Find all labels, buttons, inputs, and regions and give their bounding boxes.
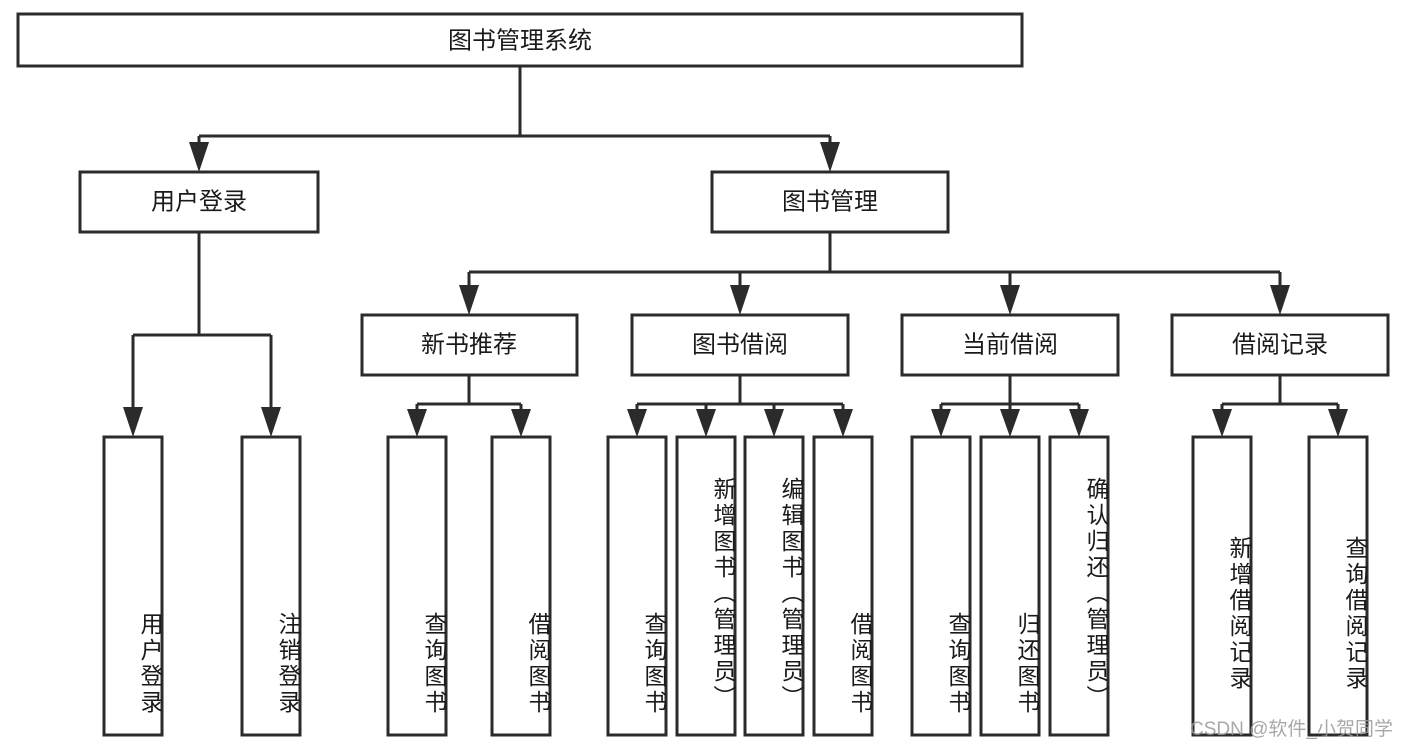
node-root-box[interactable] [16,12,1024,68]
node-leaf-user-login-box[interactable] [102,435,164,737]
arrow-head-bookborrow-leaf-1 [627,409,647,437]
node-current-borrow[interactable]: 当前借阅 [900,313,1120,377]
node-book-manage[interactable]: 图书管理 [710,170,950,234]
node-leaf-query-record-box[interactable] [1307,435,1369,737]
node-current-borrow-box[interactable] [900,313,1120,377]
arrow-head-new-book [459,285,479,315]
node-current-borrow-label: 当前借阅 [962,331,1058,358]
node-root-label: 图书管理系统 [448,27,592,54]
arrow-head-bookborrow-leaf-4 [833,409,853,437]
node-new-book-recommend-label: 新书推荐 [421,331,517,358]
node-borrow-record-box[interactable] [1170,313,1390,377]
arrow-head-user-leaf-1 [123,407,143,437]
node-book-borrow-label: 图书借阅 [692,331,788,358]
node-leaf-logout-box[interactable] [240,435,302,737]
leaf-boxes-new-book-recommend [386,435,552,737]
connector-group-current-borrow [931,375,1089,437]
node-root[interactable]: 图书管理系统 [16,12,1024,68]
node-leaf-borrow-book-2-box[interactable] [812,435,874,737]
leaf-boxes-user-login [102,435,302,737]
connector-group-borrow-record [1212,375,1348,437]
connector-group-root [189,66,840,172]
node-user-login-box[interactable] [78,170,320,234]
node-leaf-query-book-3-box[interactable] [910,435,972,737]
connector-group-book-manage [459,232,1290,315]
node-leaf-query-book-1-box[interactable] [386,435,448,737]
connector-group-book-borrow [627,375,853,437]
connector-group-user-login [123,232,281,437]
node-borrow-record[interactable]: 借阅记录 [1170,313,1390,377]
arrow-head-currentborrow-leaf-2 [1000,409,1020,437]
arrow-head-currentborrow-leaf-3 [1069,409,1089,437]
node-book-manage-label: 图书管理 [782,188,878,215]
node-new-book-recommend-box[interactable] [360,313,579,377]
node-book-manage-box[interactable] [710,170,950,234]
arrow-head-book-borrow [730,285,750,315]
node-user-login[interactable]: 用户登录 [78,170,320,234]
node-leaf-add-record-box[interactable] [1191,435,1253,737]
connector-group-new-book [407,375,531,437]
arrow-head-book-manage [820,142,840,172]
node-book-borrow-box[interactable] [630,313,850,377]
arrow-head-newbook-leaf-1 [407,409,427,437]
node-new-book-recommend[interactable]: 新书推荐 [360,313,579,377]
node-leaf-add-book-box[interactable] [675,435,737,737]
arrow-head-borrow-record [1270,285,1290,315]
arrow-head-current-borrow [1000,285,1020,315]
watermark-text: CSDN @软件_小贺同学 [1190,719,1393,740]
leaf-boxes-book-borrow [606,435,874,737]
node-leaf-return-book-box[interactable] [979,435,1041,737]
arrow-head-currentborrow-leaf-1 [931,409,951,437]
arrow-head-borrowrecord-leaf-2 [1328,409,1348,437]
node-leaf-borrow-book-1-box[interactable] [490,435,552,737]
node-leaf-confirm-return-box[interactable] [1048,435,1110,737]
node-user-login-label: 用户登录 [151,188,247,215]
arrow-head-borrowrecord-leaf-1 [1212,409,1232,437]
node-book-borrow[interactable]: 图书借阅 [630,313,850,377]
node-borrow-record-label: 借阅记录 [1232,331,1328,358]
leaf-boxes-borrow-record [1191,435,1369,737]
node-leaf-query-book-2-box[interactable] [606,435,668,737]
arrow-head-user-login [189,142,209,172]
arrow-head-bookborrow-leaf-3 [764,409,784,437]
leaf-boxes-current-borrow [910,435,1110,737]
arrow-head-newbook-leaf-2 [511,409,531,437]
arrow-head-bookborrow-leaf-2 [696,409,716,437]
node-leaf-edit-book-box[interactable] [743,435,805,737]
arrow-head-user-leaf-2 [261,407,281,437]
